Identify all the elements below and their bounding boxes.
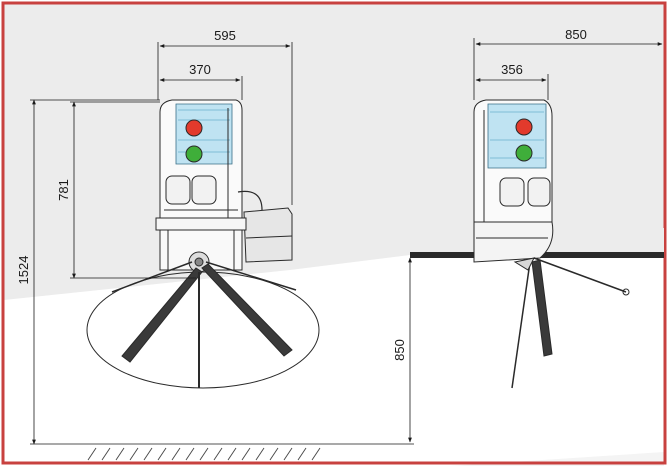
dim-front-width-body: 370 [189, 62, 211, 77]
side-green-light-icon [515, 144, 533, 162]
base-plate [155, 217, 247, 231]
side-arm-light [511, 261, 531, 389]
dim-height-arm: 850 [392, 339, 407, 361]
side-arm-top [533, 257, 627, 293]
side-view [410, 99, 664, 389]
side-red-light-icon [515, 118, 533, 136]
dim-front-width-total: 595 [214, 28, 236, 43]
dim-side-width-body: 356 [501, 62, 523, 77]
dim-height-body: 781 [56, 179, 71, 201]
dim-height-total: 1524 [16, 256, 31, 285]
front-dimensions [30, 42, 414, 445]
floor-hatch [87, 447, 321, 461]
side-reader-right [527, 177, 551, 207]
green-light-icon [185, 145, 203, 163]
dim-side-width-total: 850 [565, 27, 587, 42]
arm-right [201, 263, 293, 357]
arm-left [121, 267, 203, 363]
side-lower-housing [473, 221, 554, 263]
side-dimensions [408, 38, 663, 443]
reader-panel-left [165, 175, 191, 205]
arm-sweep-ellipse [86, 271, 320, 389]
front-view [86, 99, 320, 389]
glass-panel [175, 103, 233, 165]
reader-panel-right [191, 175, 217, 205]
side-arm-dark [531, 259, 553, 357]
red-light-icon [185, 119, 203, 137]
side-reader-left [499, 177, 525, 207]
side-module [243, 207, 293, 263]
